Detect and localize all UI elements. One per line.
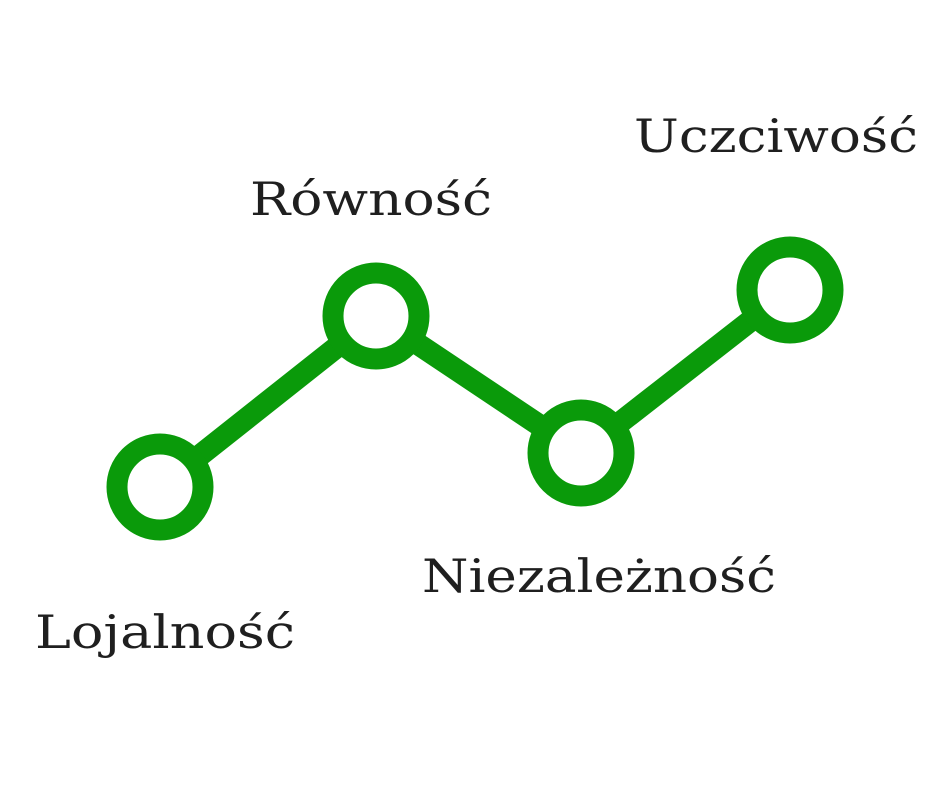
node-circle-rownosc [322,262,430,370]
node-label-uczciwosc: Uczciwość [634,109,918,163]
node-circle-lojalnosc [106,433,214,541]
node-circle-niezaleznosc [527,399,635,507]
node-label-lojalnosc: Lojalność [35,605,295,659]
node-circle-uczciwosc [736,236,844,344]
node-label-rownosc: Równość [250,172,492,226]
node-label-niezaleznosc: Niezależność [422,549,776,603]
